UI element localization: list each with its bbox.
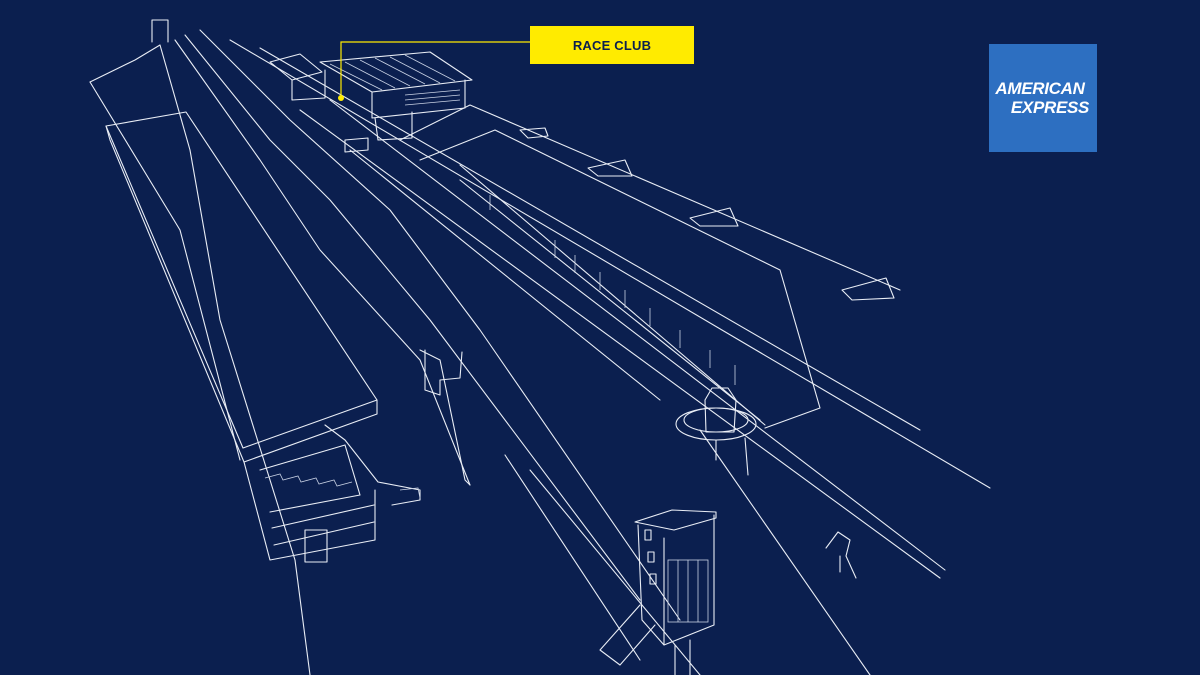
racetrack-rails <box>174 29 991 675</box>
winning-post-structure <box>675 387 757 476</box>
race-club-callout-label: RACE CLUB <box>530 26 694 64</box>
american-express-logo: AMERICAN EXPRESS <box>989 44 1097 152</box>
callout-anchor-dot <box>338 95 344 101</box>
main-grandstand <box>105 111 421 563</box>
left-access-road <box>89 19 311 675</box>
brand-line-1: AMERICAN <box>995 79 1085 98</box>
race-club-building <box>269 51 473 153</box>
camera-figure <box>825 531 857 579</box>
judges-tower <box>599 509 717 675</box>
right-track-fence <box>399 104 901 429</box>
callout-leader <box>338 41 530 101</box>
brand-line-2: EXPRESS <box>1010 98 1090 117</box>
